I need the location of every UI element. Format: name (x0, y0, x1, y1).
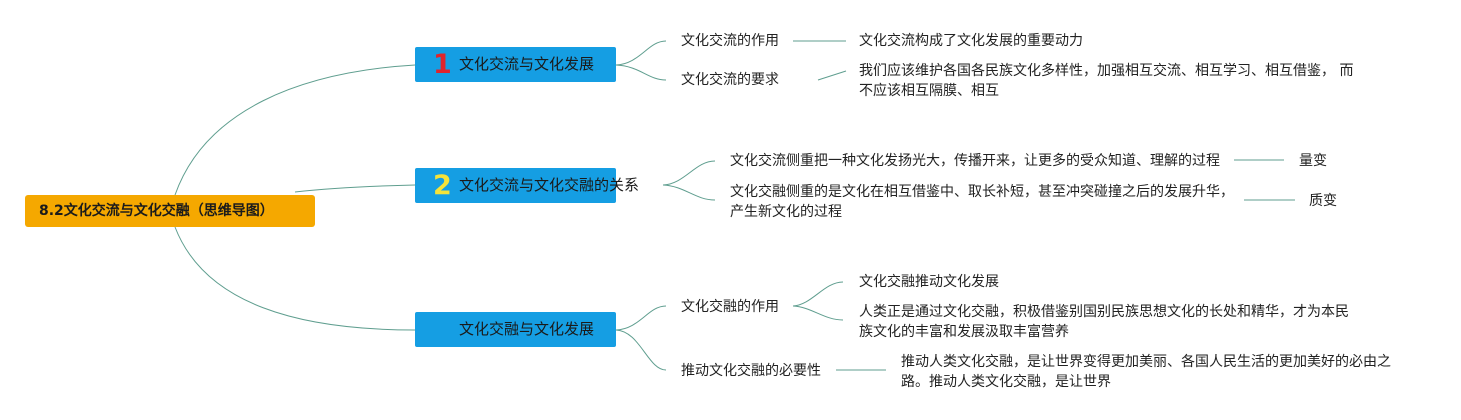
branch-title-3: 文化交融与文化发展 (459, 320, 595, 338)
b3-leaf-1b (792, 305, 844, 321)
b1-child-2-detail[interactable]: 我们应该维护各国各民族文化多样性，加强相互交流、相互学习、相互借鉴， 而不应该相… (859, 63, 1354, 99)
b2-child-2-label[interactable]: 文化交融侧重的是文化在相互借鉴中、取长补短，甚至冲突碰撞之后的发展升华，产生新文… (730, 184, 1234, 220)
b2-child-2-detail[interactable]: 质变 (1309, 193, 1337, 209)
b2-child-1-label[interactable]: 文化交流侧重把一种文化发扬光大，传播开来，让更多的受众知道、理解的过程 (730, 153, 1220, 169)
b3-child-1-detail-1[interactable]: 文化交融推动文化发展 (859, 274, 999, 290)
b2-link-1 (662, 160, 716, 186)
branch-title-2: 文化交流与文化交融的关系 (459, 176, 640, 194)
branch-node-1[interactable]: 1 文化交流与文化发展 (415, 47, 616, 82)
b1-child-1-detail[interactable]: 文化交流构成了文化发展的重要动力 (859, 33, 1083, 49)
b1-link-2 (615, 64, 667, 81)
b3-leaf-1a (792, 281, 844, 307)
b1-child-1-label[interactable]: 文化交流的作用 (681, 33, 779, 49)
b2-link-2 (662, 184, 716, 201)
b2-child-1-detail[interactable]: 量变 (1299, 153, 1327, 169)
b3-child-1-detail-2[interactable]: 人类正是通过文化交融，积极借鉴别国别民族思想文化的长处和精华，才为本民族文化的丰… (859, 304, 1349, 340)
branch-number-1: 1 (433, 49, 452, 80)
root-node[interactable]: 8.2文化交流与文化交融（思维导图） (25, 195, 315, 227)
branch-title-1: 文化交流与文化发展 (459, 55, 595, 73)
root-link-1 (174, 64, 416, 196)
b1-link-1 (615, 40, 667, 66)
b3-link-2 (615, 329, 667, 371)
b3-child-2-detail[interactable]: 推动人类文化交融，是让世界变得更加美丽、各国人民生活的更加美好的必由之路。推动人… (901, 354, 1391, 390)
b3-child-2-label[interactable]: 推动文化交融的必要性 (681, 363, 821, 379)
branch-node-3[interactable]: 文化交融与文化发展 (415, 312, 616, 347)
b3-child-1-label[interactable]: 文化交融的作用 (681, 299, 779, 315)
b3-link-1 (615, 305, 667, 331)
b1-child-2-label[interactable]: 文化交流的要求 (681, 72, 779, 88)
b1-leaf-2 (817, 70, 847, 81)
root-link-3 (174, 226, 416, 331)
branch-node-2[interactable]: 2 文化交流与文化交融的关系 (415, 168, 639, 203)
root-link-2 (294, 184, 416, 193)
branch-number-2: 2 (433, 170, 452, 201)
